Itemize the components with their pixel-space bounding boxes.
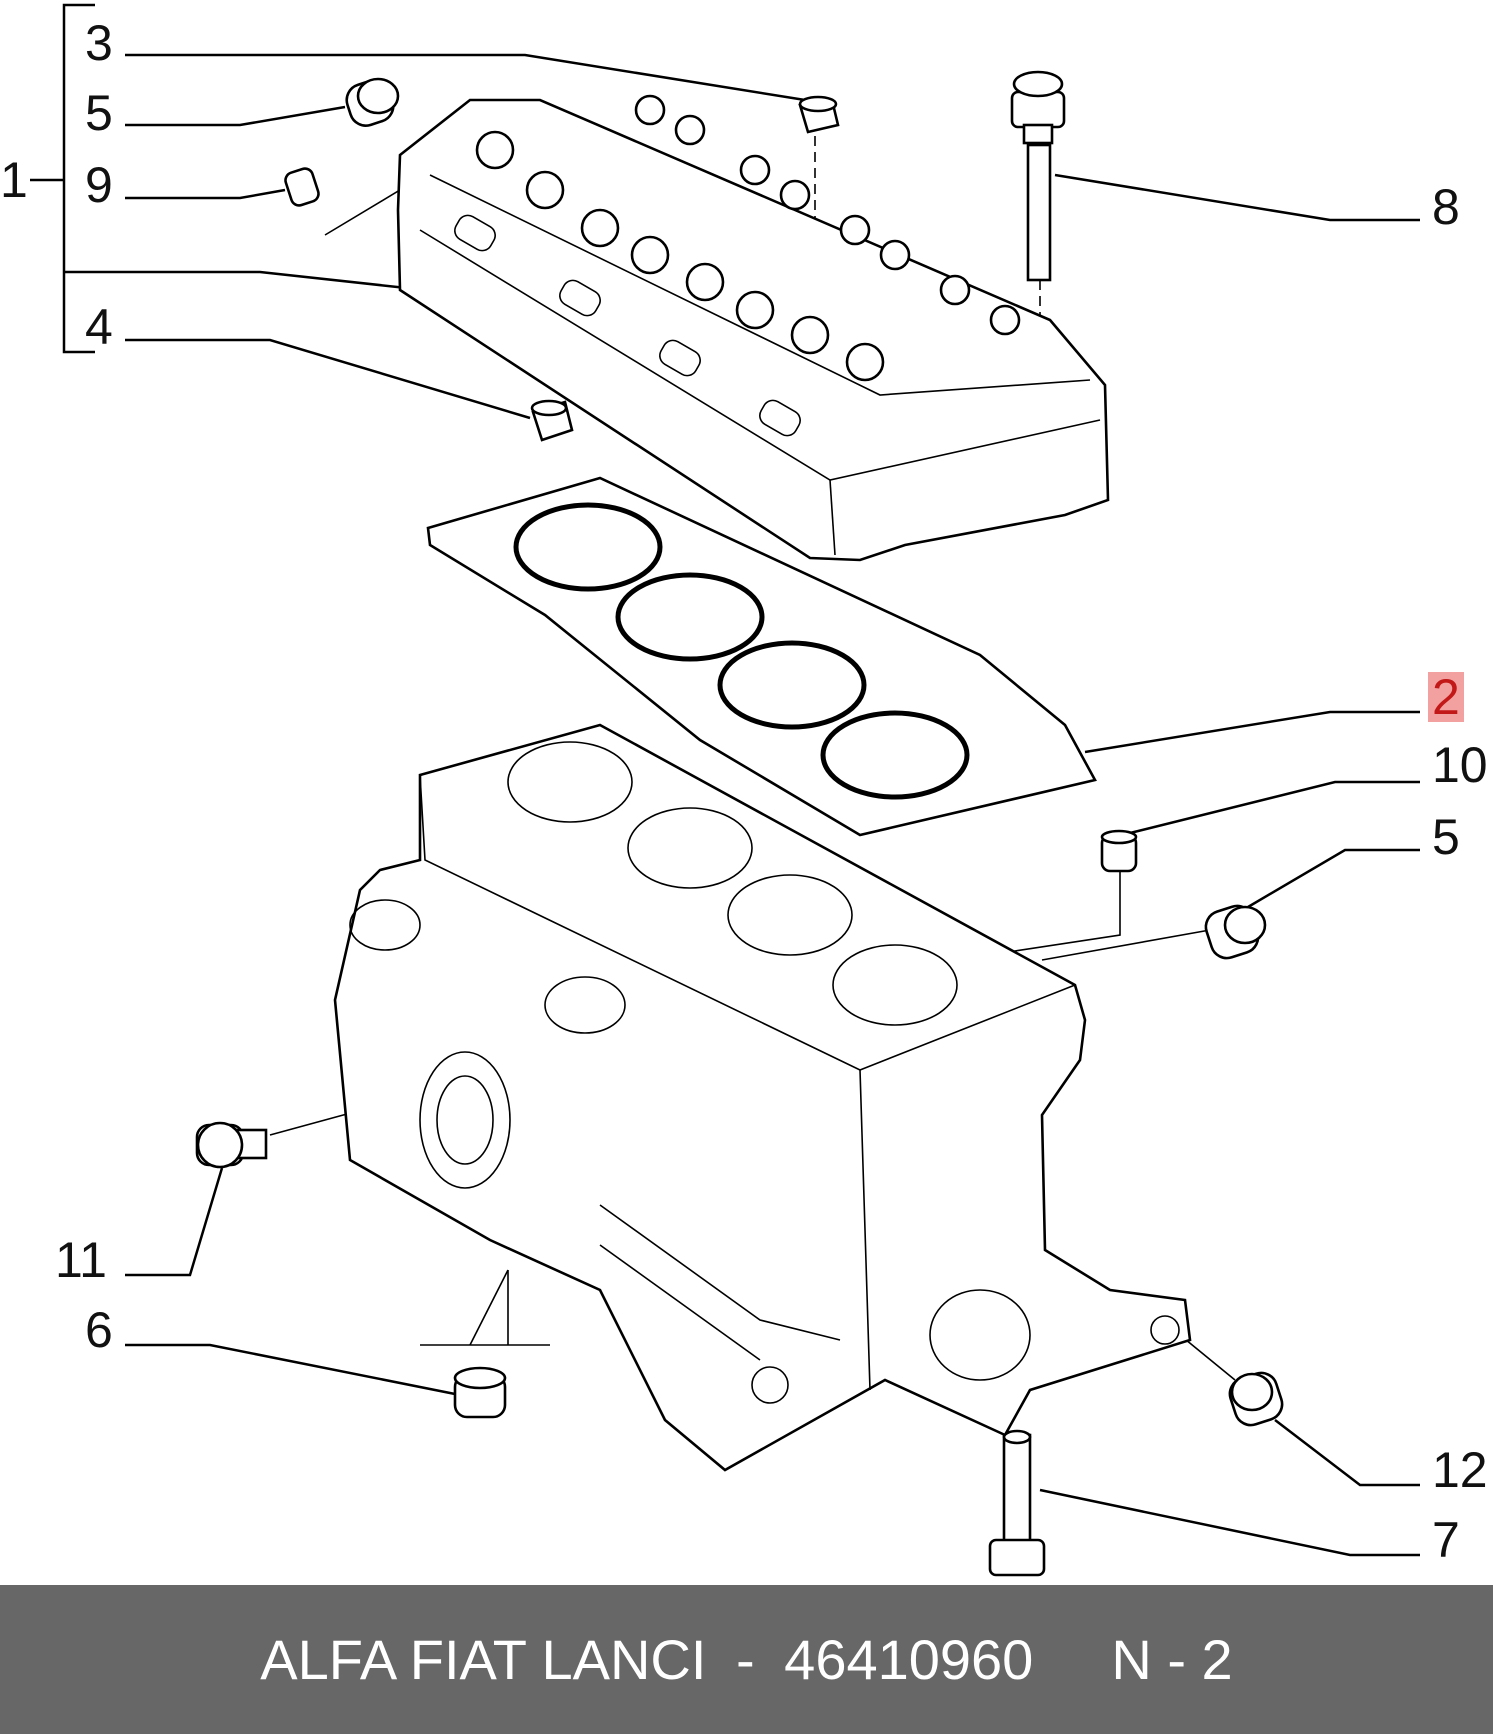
callout-label-2: 2 <box>1428 672 1464 722</box>
head-side-ports <box>454 214 801 437</box>
plug-3 <box>798 95 840 134</box>
footer-reference: N - 2 <box>1111 1628 1233 1691</box>
callout-label-10: 10 <box>1432 737 1488 793</box>
bolt-8 <box>1010 70 1066 282</box>
bushing-12 <box>1228 1371 1284 1427</box>
footer-brands: ALFA FIAT LANCI <box>260 1628 707 1691</box>
plug-11 <box>195 1121 268 1169</box>
bolt-7 <box>988 1429 1046 1577</box>
callout-label-8: 8 <box>1432 179 1460 235</box>
callout-label-9: 9 <box>85 157 113 213</box>
callout-label-3: 3 <box>85 15 113 71</box>
leader-lines <box>125 53 1420 1557</box>
cap-5-upper <box>345 77 400 127</box>
callout-label-7: 7 <box>1432 1512 1460 1568</box>
group-bracket <box>30 3 426 354</box>
callout-label-5-lower: 5 <box>1432 809 1460 865</box>
callout-label-6: 6 <box>85 1302 113 1358</box>
dowel-10 <box>1100 829 1138 873</box>
cap-6 <box>453 1366 507 1419</box>
footer-part-number: 46410960 <box>784 1628 1034 1691</box>
head-gasket <box>426 476 1097 837</box>
small-parts <box>195 70 1284 1577</box>
callout-label-12: 12 <box>1432 1442 1488 1498</box>
valve-springs <box>475 94 1021 382</box>
callout-label-11: 11 <box>55 1232 107 1288</box>
dowel-9 <box>284 167 320 207</box>
callout-label-4: 4 <box>85 299 113 355</box>
callout-label-1: 1 <box>0 152 28 208</box>
engine-block <box>333 723 1192 1472</box>
cylinder-head <box>396 94 1110 562</box>
footer-separator: - <box>735 1628 755 1691</box>
footer-part-info: ALFA FIAT LANCI - 46410960 <box>260 1627 1033 1692</box>
exploded-parts-diagram <box>30 3 1420 1577</box>
footer-bar: ALFA FIAT LANCI - 46410960 N - 2 <box>0 1585 1493 1734</box>
callout-label-5-upper: 5 <box>85 85 113 141</box>
bushing-4 <box>530 399 574 442</box>
cap-5-lower <box>1204 904 1267 960</box>
